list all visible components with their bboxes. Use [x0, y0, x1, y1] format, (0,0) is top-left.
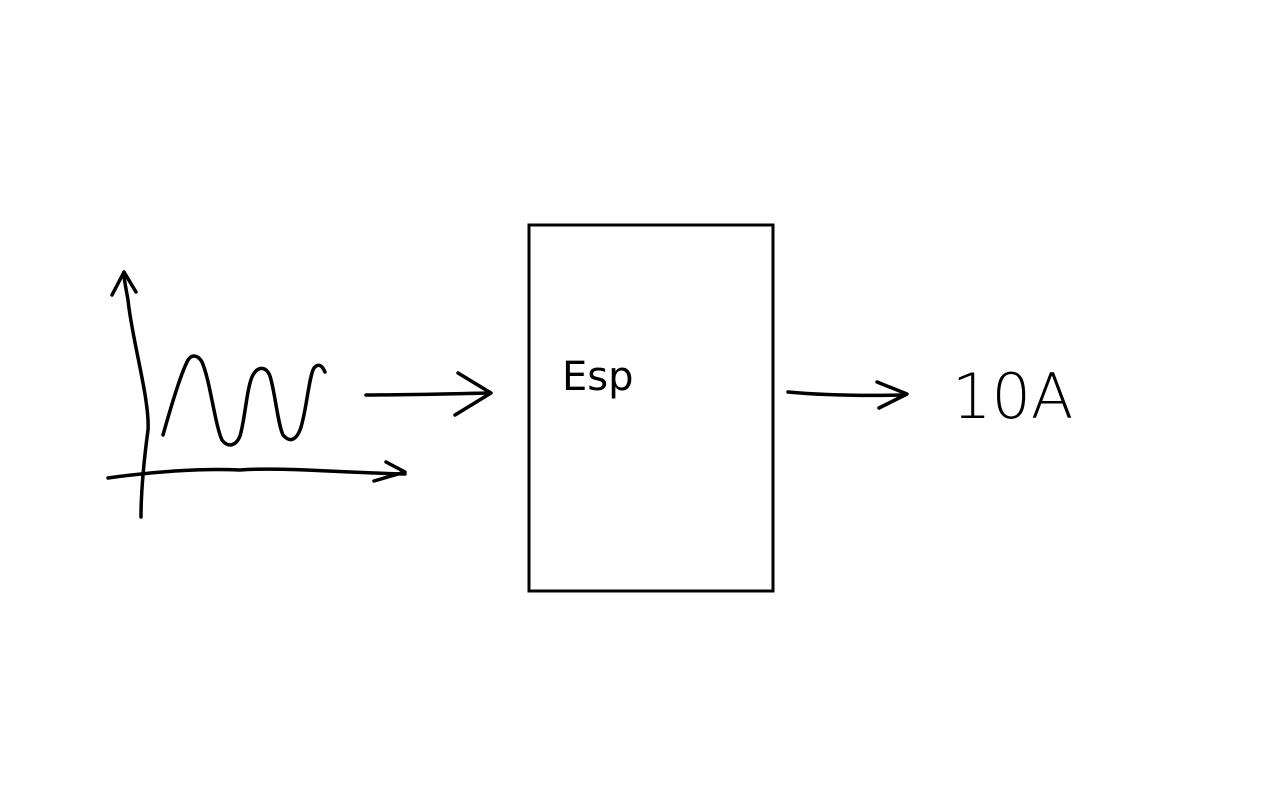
output-arrow — [786, 380, 909, 410]
input-arrow-head — [453, 371, 493, 417]
processor-box-outline — [527, 223, 775, 593]
y-axis — [122, 272, 150, 519]
y-axis-arrowhead — [110, 270, 138, 297]
output-arrow-shaft — [786, 390, 907, 398]
processor-label: Esp — [562, 354, 634, 400]
waveform-signal — [161, 354, 327, 447]
output-arrow-head — [875, 380, 909, 410]
x-axis — [106, 467, 407, 480]
output-label: 10A — [952, 360, 1073, 433]
processor-box: Esp — [527, 223, 775, 593]
waveform-graph-icon — [106, 270, 407, 519]
input-arrow-shaft — [364, 391, 492, 397]
input-arrow — [364, 371, 493, 417]
x-axis-arrowhead — [372, 460, 407, 483]
